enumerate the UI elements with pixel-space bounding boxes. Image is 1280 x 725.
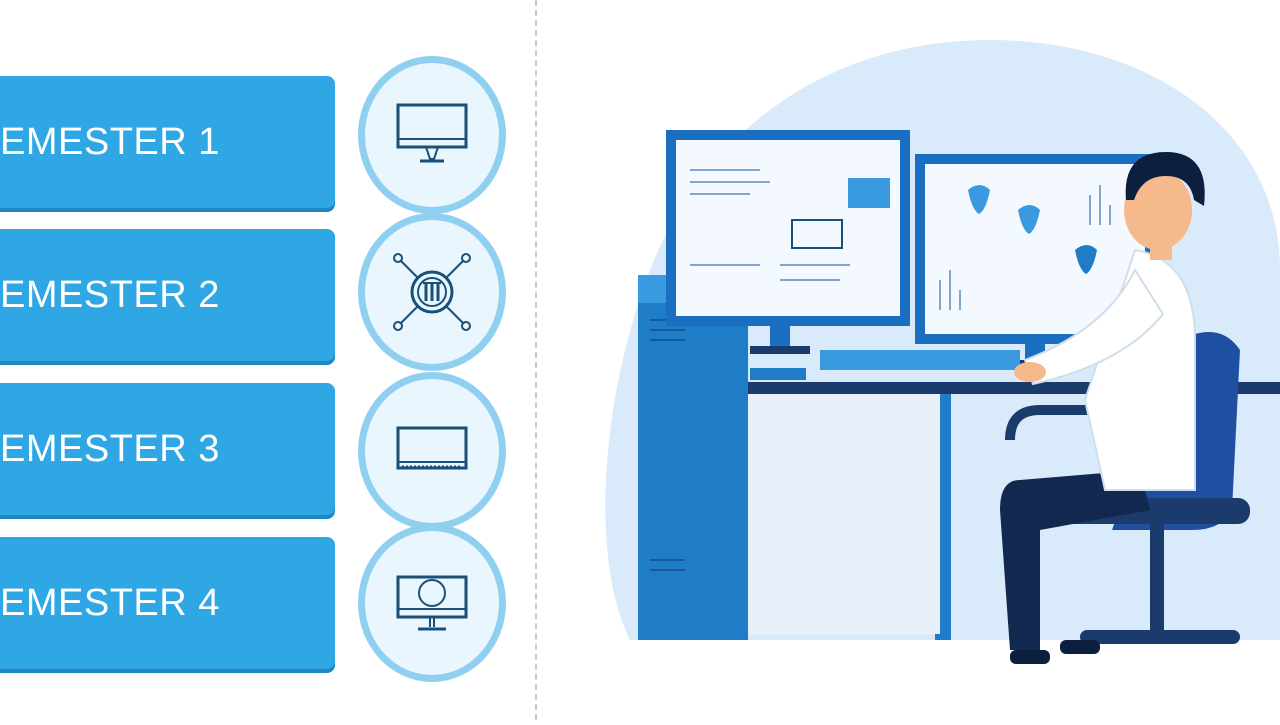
semester-1-bar[interactable]: EMESTER 1: [0, 76, 335, 208]
semester-2-icon-ring: [358, 213, 506, 371]
semester-3-label: EMESTER 3: [0, 427, 220, 470]
network-hub-icon: [393, 253, 471, 331]
semester-1-icon-ring: [358, 56, 506, 214]
semester-4-label: EMESTER 4: [0, 581, 220, 624]
monitor-icon: [396, 103, 468, 163]
workstation-illustration: [590, 20, 1280, 720]
semester-2-label: EMESTER 2: [0, 273, 220, 316]
screen-icon: [396, 426, 468, 470]
person-at-computer-illustration: [605, 40, 1280, 664]
dashed-divider: [535, 0, 537, 720]
semester-4-bar[interactable]: EMESTER 4: [0, 537, 335, 669]
semester-3-icon-ring: [358, 372, 506, 530]
semester-list: EMESTER 1 EMESTER 2: [0, 0, 535, 720]
semester-4-icon-ring: [358, 524, 506, 682]
semester-1-label: EMESTER 1: [0, 120, 220, 163]
semester-2-bar[interactable]: EMESTER 2: [0, 229, 335, 361]
monitor-user-icon: [396, 575, 468, 631]
semester-3-bar[interactable]: EMESTER 3: [0, 383, 335, 515]
